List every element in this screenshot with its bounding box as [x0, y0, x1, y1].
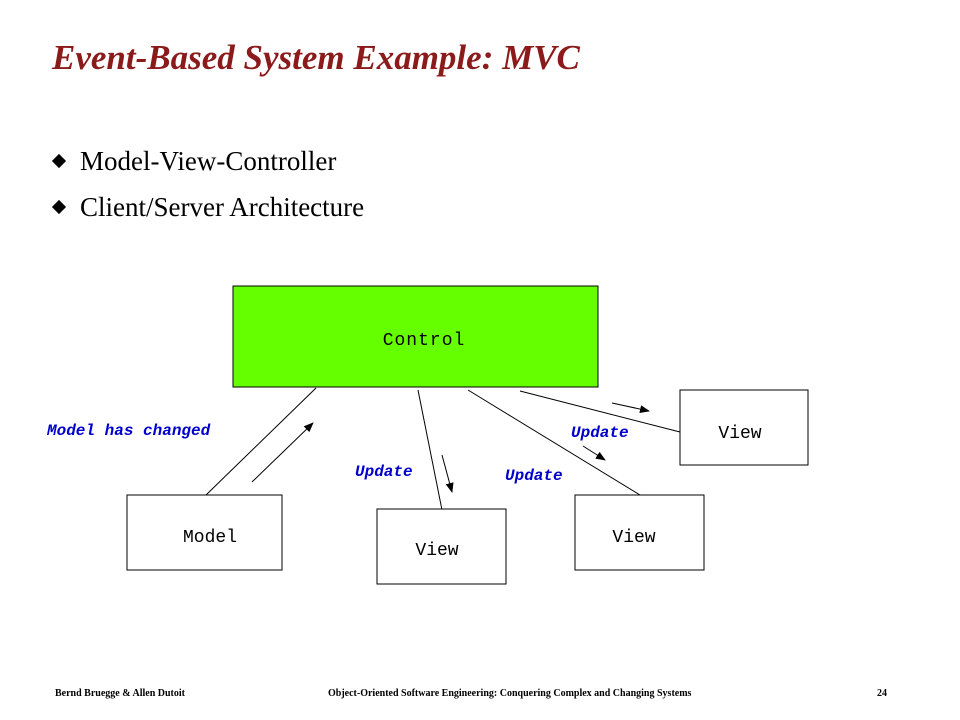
- view-box-far: [679, 389, 809, 466]
- control-view-center-connector: [417, 389, 443, 511]
- update-arrow-right-icon: [582, 445, 606, 461]
- footer-page-number: 24: [877, 688, 887, 699]
- update-label-right: Update: [505, 467, 563, 485]
- control-view-far-connector: [519, 390, 681, 433]
- bullet-list: Model-View-Controller Client/Server Arch…: [50, 138, 364, 230]
- model-label: Model: [183, 528, 237, 548]
- control-label: Control: [383, 331, 466, 351]
- update-arrow-far-icon: [611, 402, 650, 414]
- slide-title: Event-Based System Example: MVC: [52, 38, 580, 77]
- view-label-far: View: [718, 424, 761, 444]
- bullet-item: Client/Server Architecture: [50, 184, 364, 230]
- control-view-right-connector: [467, 389, 641, 496]
- view-box-right: [574, 494, 705, 571]
- view-label-center: View: [415, 541, 458, 561]
- view-label-right: View: [612, 528, 655, 548]
- view-box-center: [376, 508, 507, 585]
- bullet-text: Model-View-Controller: [80, 145, 337, 176]
- update-arrow-center-icon: [441, 454, 454, 493]
- model-changed-label: Model has changed: [46, 422, 211, 440]
- model-control-connector: [205, 387, 317, 496]
- model-changed-arrow-icon: [251, 422, 314, 483]
- bullet-text: Client/Server Architecture: [80, 191, 365, 222]
- update-label-center: Update: [355, 463, 413, 481]
- model-box: [126, 494, 283, 571]
- bullet-item: Model-View-Controller: [50, 138, 364, 184]
- update-label-far: Update: [571, 424, 629, 442]
- footer-authors: Bernd Bruegge & Allen Dutoit: [55, 688, 185, 699]
- control-box: [232, 285, 599, 388]
- footer-book-title: Object-Oriented Software Engineering: Co…: [328, 688, 692, 699]
